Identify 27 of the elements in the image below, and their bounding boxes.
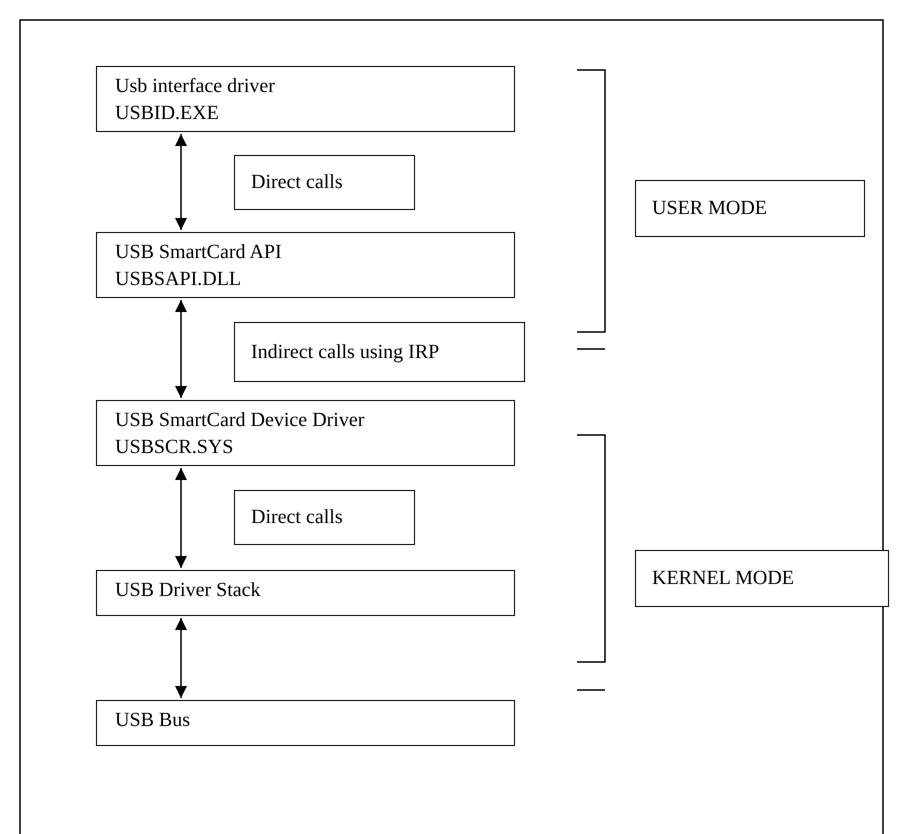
node-text: USBSAPI.DLL bbox=[115, 267, 242, 292]
process-box bbox=[96, 66, 515, 132]
node-text: KERNEL MODE bbox=[652, 566, 794, 591]
label-box bbox=[234, 490, 415, 545]
label-box bbox=[635, 550, 889, 607]
process-box bbox=[96, 400, 515, 466]
node-text: USBID.EXE bbox=[115, 101, 220, 126]
node-text: USB Driver Stack bbox=[115, 578, 262, 603]
node-text: USB Bus bbox=[115, 708, 192, 733]
label-box bbox=[234, 155, 415, 210]
process-box bbox=[96, 570, 515, 616]
double-arrow bbox=[175, 134, 187, 230]
node-text: Indirect calls using IRP bbox=[251, 340, 440, 364]
node-text: USBSCR.SYS bbox=[115, 435, 234, 460]
node-text: Direct calls bbox=[251, 505, 343, 530]
label-box bbox=[635, 180, 865, 237]
node-text: USER MODE bbox=[652, 196, 768, 221]
double-arrow bbox=[175, 468, 187, 568]
node-text: Direct calls bbox=[251, 170, 343, 195]
label-box bbox=[234, 322, 525, 382]
node-text: Usb interface driver bbox=[115, 74, 276, 99]
node-text: USB SmartCard API bbox=[115, 240, 283, 265]
process-box bbox=[96, 700, 515, 746]
double-arrow bbox=[175, 618, 187, 698]
process-box bbox=[96, 232, 515, 298]
node-text: USB SmartCard Device Driver bbox=[115, 408, 366, 433]
double-arrow bbox=[175, 300, 187, 398]
